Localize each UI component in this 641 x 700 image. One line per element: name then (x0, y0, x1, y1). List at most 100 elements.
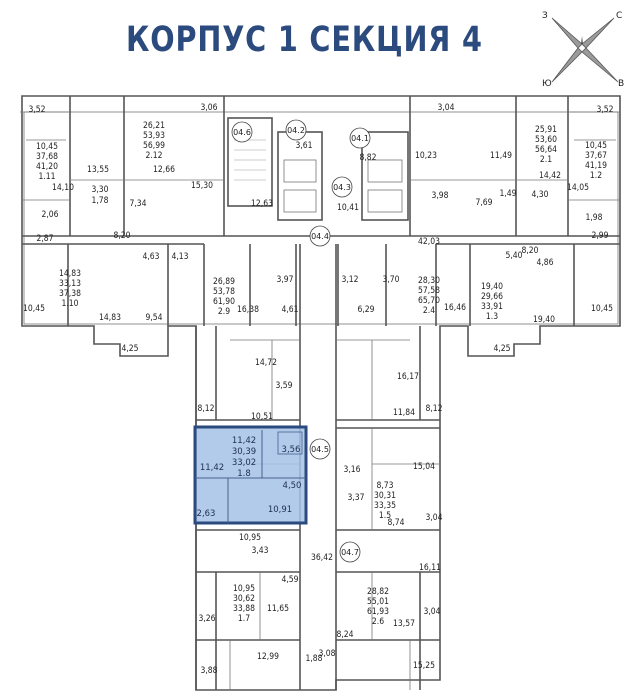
apartment-room-area: 11,42 (232, 436, 256, 446)
area-label: 3,61 (295, 141, 312, 151)
area-label: 15,25 (413, 661, 435, 671)
apartment-room-side-area: 11,42 (200, 463, 224, 473)
area-label: 4,61 (281, 305, 298, 315)
apartment-hall-area: 4,50 (283, 481, 302, 491)
area-label: 3,30 (91, 185, 108, 195)
outer-walls (21, 95, 621, 691)
area-label: 16,11 (419, 563, 441, 573)
corridor-04-1: 04.1 (351, 134, 369, 143)
area-label: 2.4 (423, 306, 435, 316)
area-label: 12,66 (153, 165, 175, 175)
area-label: 53,93 (143, 131, 165, 141)
area-label: 55,01 (367, 597, 389, 607)
apartment-total-area: 33,02 (232, 458, 256, 468)
area-label: 3,06 (200, 103, 217, 113)
area-label: 42,03 (418, 237, 440, 247)
area-label: 53,60 (535, 135, 557, 145)
area-label: 3,04 (425, 513, 442, 523)
area-label: 3,59 (275, 381, 292, 391)
area-label: 10,51 (251, 412, 273, 422)
area-label: 15,04 (413, 462, 435, 472)
area-label: 33,88 (233, 604, 255, 614)
area-label: 3,97 (276, 275, 293, 285)
area-label: 1.3 (486, 312, 498, 322)
area-label: 33,91 (481, 302, 503, 312)
area-label: 10,45 (591, 304, 613, 314)
apartment-living-area: 30,39 (232, 447, 256, 457)
area-label: 8,74 (387, 518, 404, 528)
area-label: 7,69 (475, 198, 492, 208)
area-label: 3,43 (251, 546, 268, 556)
area-label: 14,83 (59, 269, 81, 279)
apartment-number: 1.8 (237, 469, 251, 479)
area-label: 30,31 (374, 491, 396, 501)
compass-south-label: Ю (542, 79, 552, 89)
area-label: 14,42 (539, 171, 561, 181)
area-label: 2.12 (145, 151, 162, 161)
area-label: 37,38 (59, 289, 81, 299)
area-label: 1.11 (38, 172, 55, 182)
area-label: 4,86 (536, 258, 553, 268)
area-label: 2.6 (372, 617, 384, 627)
area-label: 10,45 (23, 304, 45, 314)
area-label: 4,59 (281, 575, 298, 585)
area-label: 14,10 (52, 183, 74, 193)
area-label: 4,30 (531, 190, 548, 200)
corridor-04-4: 04.4 (311, 232, 329, 241)
area-label: 37,68 (36, 152, 58, 162)
apartment-bath-area: 3,56 (282, 445, 301, 455)
area-label: 10,95 (239, 533, 261, 543)
corridor-04-7: 04.7 (341, 548, 359, 557)
area-label: 1,88 (305, 654, 322, 664)
compass-rose-icon: З С Ю В (542, 11, 624, 89)
area-label: 1.10 (61, 299, 78, 309)
area-label: 8,73 (376, 481, 393, 491)
area-label: 7,34 (129, 199, 146, 209)
area-label: 11,49 (490, 151, 512, 161)
area-label: 28,30 (418, 276, 440, 286)
area-label: 10,45 (36, 142, 58, 152)
area-label: 37,67 (585, 151, 607, 161)
area-label: 10,41 (337, 203, 359, 213)
area-label: 5,40 (505, 251, 522, 261)
core (227, 117, 409, 326)
area-label: 3,88 (200, 666, 217, 676)
area-label: 11,65 (267, 604, 289, 614)
area-label: 56,64 (535, 145, 557, 155)
corridor-04-3: 04.3 (333, 183, 351, 192)
area-label: 2,87 (36, 234, 53, 244)
area-label: 14,05 (567, 183, 589, 193)
area-label: 3,26 (198, 614, 215, 624)
corridor-04-6: 04.6 (233, 128, 251, 137)
area-label: 3,70 (382, 275, 399, 285)
area-label: 61,90 (213, 297, 235, 307)
area-label: 13,55 (87, 165, 109, 175)
compass-north-label: С (616, 11, 622, 21)
area-label: 41,19 (585, 161, 607, 171)
area-label: 12,99 (257, 652, 279, 662)
area-label: 8,82 (359, 153, 376, 163)
area-label: 2.1 (540, 155, 552, 165)
area-label: 3,08 (318, 649, 335, 659)
area-label: 13,57 (393, 619, 415, 629)
area-label: 16,38 (237, 305, 259, 315)
area-label: 8,12 (425, 404, 442, 414)
area-label: 11,84 (393, 408, 415, 418)
area-label: 28,82 (367, 587, 389, 597)
highlighted-apartment[interactable]: 11,42 30,39 33,02 1.8 11,42 3,56 4,50 10… (193, 425, 308, 525)
area-label: 12,63 (251, 199, 273, 209)
area-label: 1.5 (379, 511, 391, 521)
top-wing-walls (20, 96, 620, 326)
area-label: 26,89 (213, 277, 235, 287)
area-label: 61,93 (367, 607, 389, 617)
area-label: 26,21 (143, 121, 165, 131)
area-label: 14,83 (99, 313, 121, 323)
compass-west-label: З (542, 11, 548, 21)
area-label: 3,16 (343, 465, 360, 475)
area-label: 30,62 (233, 594, 255, 604)
area-label: 1,98 (585, 213, 602, 223)
area-label: 4,25 (121, 344, 138, 354)
area-label: 3,04 (423, 607, 440, 617)
area-label: 8,24 (336, 630, 353, 640)
